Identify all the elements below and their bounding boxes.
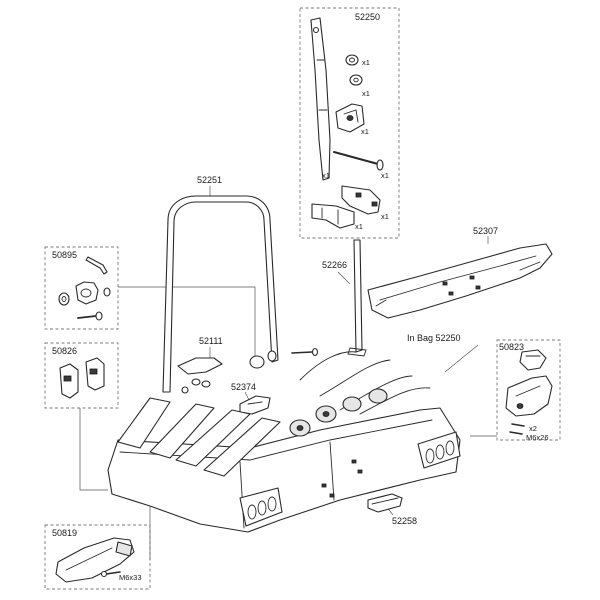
- quantity-label: x1: [362, 89, 370, 98]
- kit-box-50819: [44, 524, 151, 590]
- washer-part: [349, 74, 363, 86]
- end-cap-left-part: [59, 363, 79, 399]
- end-cap-right-part: [85, 357, 105, 391]
- quantity-label: x1: [381, 171, 389, 180]
- base-clamp-part: [311, 203, 355, 229]
- part-52111: [177, 357, 223, 394]
- part-label-50823: 50823: [499, 342, 524, 352]
- clamp-bracket-part: [335, 103, 365, 133]
- cover-screw-part: M6x33: [100, 570, 142, 582]
- nut-part: [345, 54, 359, 66]
- screw-size-label: M6x26: [526, 433, 549, 442]
- carrier-body: [107, 351, 461, 533]
- knob-part: [75, 281, 99, 305]
- strap-52250: [310, 17, 331, 181]
- part-label-52266: 52266: [322, 260, 347, 270]
- long-bolt-part: [333, 151, 384, 171]
- quantity-label: x2: [529, 424, 537, 433]
- kit-box-52250: [299, 7, 400, 239]
- small-screws-part: x2 M6x26: [509, 423, 549, 442]
- frame-52251: [162, 195, 319, 393]
- clamp-jaw-top-part: [519, 349, 547, 371]
- quantity-label: x1: [381, 212, 389, 221]
- frame-knob: [249, 355, 265, 369]
- bolt-part: [77, 311, 103, 321]
- foot-pedal-52258: [367, 493, 403, 513]
- part-labels: 52250 52251 52266 52307 50895 50826 5082…: [52, 12, 524, 538]
- part-label-50826: 50826: [52, 346, 77, 356]
- strap-52266: [347, 239, 367, 357]
- in-bag-label: In Bag 52250: [407, 333, 461, 343]
- allen-key-part: [85, 256, 108, 275]
- part-label-52374: 52374: [231, 382, 256, 392]
- screw-size-label: M6x33: [119, 573, 142, 582]
- kit-box-50826: [44, 342, 119, 409]
- quantity-label: x1: [361, 127, 369, 136]
- part-label-52258: 52258: [392, 516, 417, 526]
- light-cover-part: [55, 537, 135, 583]
- quantity-label: x1: [322, 171, 330, 180]
- end-clamp-part: [341, 185, 381, 215]
- kit-box-50823: [496, 339, 561, 441]
- part-label-52111: 52111: [199, 336, 223, 346]
- washer-part-small: [103, 287, 111, 297]
- part-label-52251: 52251: [197, 175, 222, 185]
- part-52374: [239, 395, 271, 415]
- part-label-50895: 50895: [52, 250, 77, 260]
- part-label-52307: 52307: [473, 226, 498, 236]
- top-cover-52307: [367, 243, 553, 319]
- quantity-label: x1: [362, 58, 370, 67]
- quantity-labels: x1 x1 x1 x1 x1 x1 x1: [322, 58, 389, 231]
- part-label-50819: 50819: [52, 528, 77, 538]
- part-label-52250: 52250: [355, 12, 380, 22]
- quantity-label: x1: [355, 222, 363, 231]
- spacer-part: [58, 292, 70, 306]
- clamp-body-part: [505, 375, 553, 417]
